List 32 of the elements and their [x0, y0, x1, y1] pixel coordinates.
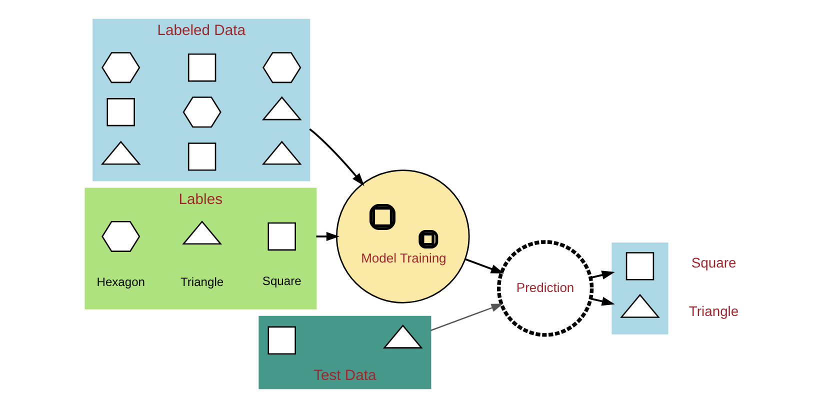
arrow [308, 128, 364, 186]
node-triangle [382, 324, 422, 348]
node-square [187, 142, 216, 171]
node-square [267, 222, 296, 251]
cluster: Test Data [258, 316, 431, 390]
cluster: Labeled Data [92, 18, 310, 182]
arrow [590, 270, 614, 280]
node-triangle [261, 140, 302, 165]
arrow [430, 304, 503, 332]
node-hexagon [262, 52, 301, 84]
node-label: Square [262, 274, 301, 288]
node-label: Hexagon [96, 275, 144, 290]
node-square [187, 53, 216, 82]
node-hexagon [182, 96, 221, 128]
node-square [625, 252, 654, 280]
node-square [106, 98, 134, 126]
arrow [590, 296, 614, 306]
cluster [611, 242, 668, 334]
node-hexagon [101, 52, 140, 84]
node-triangle [620, 294, 660, 318]
node-triangle [261, 96, 302, 120]
node-circle: Prediction [496, 240, 594, 337]
node-square [267, 326, 296, 355]
arrow [316, 232, 339, 242]
arrow [464, 258, 504, 274]
node-label: Triangle [688, 302, 738, 319]
node-label: Triangle [180, 275, 224, 290]
node-triangle [182, 220, 222, 245]
node-circle: Model Training [336, 170, 470, 304]
node-label: Square [690, 254, 736, 271]
node-triangle [100, 140, 140, 165]
node-hexagon [101, 220, 140, 252]
